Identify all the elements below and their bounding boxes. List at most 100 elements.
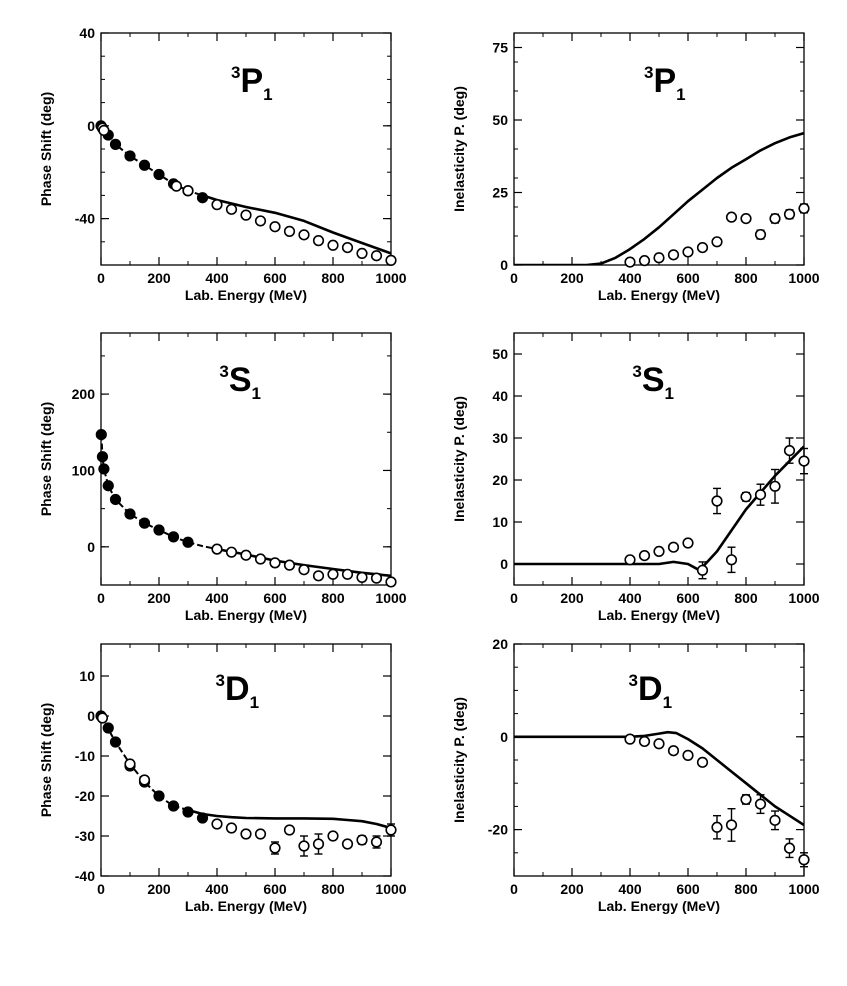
data-point-open bbox=[298, 229, 310, 241]
y-axis-label: Phase Shift (deg) bbox=[38, 402, 54, 516]
y-tick-label: 30 bbox=[492, 430, 508, 446]
x-tick-label: 800 bbox=[734, 881, 758, 897]
x-tick-label: 400 bbox=[618, 270, 642, 286]
x-axis-label: Lab. Energy (MeV) bbox=[185, 898, 307, 914]
title-superscript: 3 bbox=[219, 362, 228, 381]
data-point-open bbox=[653, 738, 665, 750]
data-point-filled bbox=[96, 451, 109, 463]
title-subscript: 1 bbox=[665, 384, 674, 403]
data-point-open bbox=[240, 828, 252, 840]
data-point-filled bbox=[138, 517, 151, 529]
panel-title: 3P1 bbox=[231, 62, 273, 104]
x-tick-label: 1000 bbox=[375, 590, 406, 606]
y-tick-label: 10 bbox=[79, 668, 95, 684]
data-point-filled bbox=[138, 159, 151, 171]
plot-frame bbox=[513, 32, 805, 266]
y-tick-label: -40 bbox=[75, 211, 95, 227]
data-point-open bbox=[769, 213, 781, 225]
data-point-open bbox=[696, 756, 709, 768]
y-tick-label: 0 bbox=[87, 118, 95, 134]
title-main: S bbox=[642, 361, 665, 399]
data-point-open bbox=[327, 568, 339, 580]
data-point-open bbox=[667, 541, 680, 553]
x-tick-label: 800 bbox=[734, 270, 758, 286]
y-tick-label: 0 bbox=[500, 556, 508, 572]
data-point-open bbox=[624, 733, 636, 745]
y-tick-label: -10 bbox=[75, 748, 95, 764]
data-point-open bbox=[711, 821, 723, 833]
data-point-open bbox=[211, 199, 223, 211]
x-tick-label: 600 bbox=[676, 590, 700, 606]
plot-frame bbox=[100, 643, 392, 877]
data-point-open bbox=[385, 254, 397, 266]
data-point-open bbox=[341, 568, 354, 580]
theory-curve bbox=[514, 131, 804, 265]
data-point-open bbox=[667, 249, 680, 261]
y-tick-label: 20 bbox=[492, 472, 508, 488]
data-point-open bbox=[798, 202, 810, 215]
title-subscript: 1 bbox=[663, 693, 672, 712]
data-point-open bbox=[638, 549, 651, 562]
y-tick-label: 10 bbox=[492, 514, 508, 530]
y-tick-label: 75 bbox=[492, 40, 508, 56]
data-point-filled bbox=[98, 463, 110, 475]
panel-title: 3S1 bbox=[632, 361, 674, 403]
y-axis-label: Inelasticity P. (deg) bbox=[451, 396, 467, 522]
data-point-open bbox=[798, 455, 810, 467]
data-point-open bbox=[783, 842, 796, 854]
data-point-open bbox=[798, 854, 810, 866]
data-point-open bbox=[740, 793, 752, 806]
data-point-open bbox=[138, 774, 151, 786]
data-point-open bbox=[769, 814, 781, 826]
data-point-open bbox=[725, 819, 738, 831]
data-point-open bbox=[312, 838, 325, 850]
data-point-filled bbox=[167, 531, 180, 543]
y-axis-label: Inelasticity P. (deg) bbox=[451, 86, 467, 212]
y-axis-label: Phase Shift (deg) bbox=[38, 703, 54, 817]
y-tick-label: 0 bbox=[87, 708, 95, 724]
title-subscript: 1 bbox=[250, 693, 259, 712]
data-point-open bbox=[269, 557, 281, 569]
data-point-filled bbox=[182, 806, 194, 818]
data-point-open bbox=[682, 537, 694, 549]
panel-title: 3D1 bbox=[216, 670, 259, 712]
data-point-filled bbox=[153, 168, 165, 181]
x-tick-label: 0 bbox=[510, 270, 518, 286]
data-point-open bbox=[327, 239, 339, 251]
data-point-open bbox=[254, 215, 267, 227]
data-point-filled bbox=[167, 800, 180, 812]
y-tick-label: -20 bbox=[75, 788, 95, 804]
x-tick-label: 200 bbox=[147, 590, 171, 606]
data-point-open bbox=[653, 545, 665, 558]
data-point-open bbox=[356, 571, 368, 583]
x-tick-label: 800 bbox=[321, 270, 345, 286]
data-point-filled bbox=[102, 480, 114, 492]
x-tick-label: 200 bbox=[560, 590, 584, 606]
x-axis-label: Lab. Energy (MeV) bbox=[598, 287, 720, 303]
data-point-open bbox=[754, 228, 767, 241]
x-tick-label: 400 bbox=[618, 590, 642, 606]
data-point-open bbox=[124, 758, 136, 770]
x-axis-label: Lab. Energy (MeV) bbox=[185, 607, 307, 623]
data-point-open bbox=[283, 824, 296, 836]
y-tick-label: -20 bbox=[488, 822, 508, 838]
title-superscript: 3 bbox=[216, 671, 225, 690]
x-tick-label: 600 bbox=[676, 270, 700, 286]
data-point-open bbox=[356, 834, 368, 846]
x-tick-label: 400 bbox=[618, 881, 642, 897]
data-point-filled bbox=[153, 524, 165, 536]
data-point-open bbox=[283, 225, 296, 237]
data-point-open bbox=[624, 554, 636, 566]
data-point-open bbox=[725, 554, 738, 566]
y-tick-label: 40 bbox=[492, 388, 508, 404]
data-point-open bbox=[356, 247, 368, 259]
data-point-open bbox=[98, 124, 110, 137]
x-tick-label: 800 bbox=[321, 590, 345, 606]
y-tick-label: 0 bbox=[87, 539, 95, 555]
data-point-open bbox=[740, 491, 752, 503]
theory-curve bbox=[202, 194, 391, 255]
